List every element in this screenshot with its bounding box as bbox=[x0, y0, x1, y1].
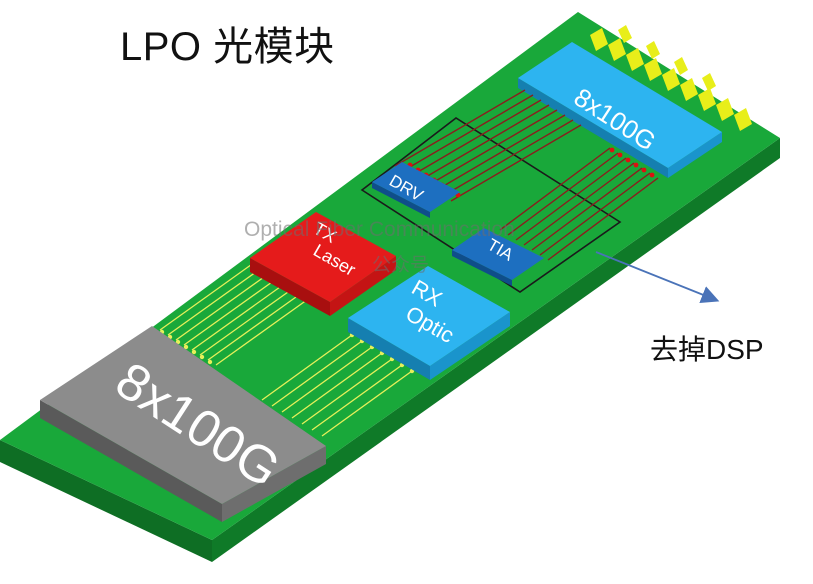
gold-pin bbox=[734, 108, 752, 131]
trace bbox=[523, 162, 635, 246]
tia-chip bbox=[452, 228, 544, 286]
trace bbox=[539, 172, 651, 256]
chip-front bbox=[668, 132, 722, 178]
board-side-face bbox=[0, 440, 212, 562]
chip-top bbox=[250, 212, 396, 302]
fiber bbox=[301, 358, 393, 425]
rx-fibers bbox=[261, 334, 413, 437]
fiber bbox=[175, 271, 272, 341]
trace-arrow bbox=[625, 157, 631, 163]
trace-arrow bbox=[609, 147, 615, 153]
remove-dsp-callout: 去掉DSP bbox=[650, 334, 764, 365]
trace-arrow bbox=[649, 172, 655, 178]
chip-top bbox=[452, 228, 544, 280]
chip-top bbox=[348, 266, 510, 366]
board-right-face bbox=[212, 138, 780, 562]
fiber bbox=[291, 352, 383, 419]
chip-front bbox=[330, 256, 396, 316]
drv-traces bbox=[394, 89, 582, 202]
gold-pin bbox=[618, 25, 632, 43]
chip-side bbox=[372, 182, 430, 218]
gold-pin bbox=[716, 98, 734, 121]
block-front bbox=[222, 446, 326, 522]
watermark-corner: 知乎 @香农大学堂 bbox=[598, 540, 790, 565]
gold-pin bbox=[646, 41, 660, 59]
fiber-arrow bbox=[183, 344, 189, 350]
fiber-arrow bbox=[175, 339, 181, 345]
fiber bbox=[167, 266, 264, 336]
tia-traces bbox=[499, 147, 659, 261]
pcb-board bbox=[0, 12, 780, 562]
gold-pin bbox=[680, 78, 698, 101]
trace bbox=[531, 167, 643, 251]
trace-arrow bbox=[641, 167, 647, 173]
trace bbox=[507, 152, 619, 236]
fiber bbox=[159, 261, 256, 331]
tx-laser-chip bbox=[250, 212, 396, 316]
fiber bbox=[281, 346, 373, 413]
trace bbox=[426, 109, 558, 187]
chip-side bbox=[348, 318, 430, 380]
gold-pin bbox=[626, 48, 644, 71]
fiber-arrow bbox=[191, 349, 197, 355]
chip-side bbox=[250, 258, 330, 316]
callout-arrow bbox=[595, 251, 720, 304]
gold-pin bbox=[702, 73, 716, 91]
diagram-title: LPO 光模块 bbox=[120, 25, 335, 69]
optical-connector-block bbox=[40, 326, 326, 522]
trace bbox=[434, 114, 566, 192]
chip-side bbox=[452, 250, 512, 286]
tx-fibers bbox=[159, 261, 312, 366]
fiber bbox=[215, 296, 312, 366]
dsp-position-chip bbox=[518, 42, 722, 178]
trace bbox=[450, 124, 582, 202]
trace-arrow bbox=[617, 152, 623, 158]
fiber bbox=[311, 364, 403, 431]
gold-pin bbox=[644, 58, 662, 81]
fiber bbox=[199, 286, 296, 356]
fiber-arrow bbox=[207, 359, 213, 365]
fiber-arrow bbox=[199, 354, 205, 360]
gold-pin bbox=[590, 28, 608, 51]
chip-top bbox=[518, 42, 722, 168]
block-side bbox=[40, 400, 222, 522]
trace bbox=[394, 89, 526, 167]
fiber bbox=[191, 281, 288, 351]
chip-top bbox=[372, 162, 460, 212]
drv-chip bbox=[372, 162, 460, 218]
tia-trace-arrows bbox=[609, 147, 655, 178]
trace bbox=[515, 157, 627, 241]
gold-pin bbox=[608, 38, 626, 61]
gold-finger-pins bbox=[590, 25, 752, 131]
gold-pin bbox=[662, 68, 680, 91]
trace bbox=[402, 94, 534, 172]
trace bbox=[442, 119, 574, 197]
chip-side bbox=[518, 78, 668, 178]
trace bbox=[418, 104, 550, 182]
rx-optic-chip bbox=[348, 266, 510, 380]
watermark-center-text: Optical Fiber Communication bbox=[244, 218, 515, 241]
trace bbox=[547, 177, 659, 261]
fiber bbox=[261, 334, 353, 401]
fiber bbox=[183, 276, 280, 346]
block-top bbox=[40, 326, 326, 504]
trace bbox=[499, 147, 611, 231]
gold-pin bbox=[674, 57, 688, 75]
chip-front bbox=[430, 312, 510, 380]
fiber bbox=[321, 370, 413, 437]
watermark-center-subtitle: 公众号 bbox=[372, 255, 430, 276]
fiber bbox=[271, 340, 363, 407]
trace-arrow bbox=[633, 162, 639, 168]
fiber bbox=[207, 291, 304, 361]
gold-pin bbox=[698, 88, 716, 111]
trace bbox=[410, 99, 542, 177]
